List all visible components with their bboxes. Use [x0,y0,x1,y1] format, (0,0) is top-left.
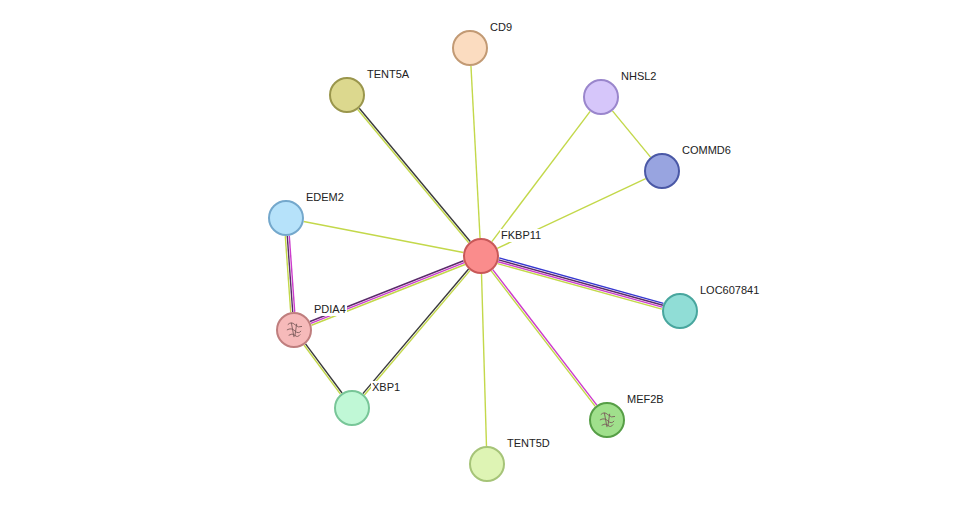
node-label: PDIA4 [313,303,347,316]
evidence-line [492,111,590,241]
interaction-edge [491,270,597,407]
node-label: XBP1 [371,381,401,394]
protein-node [268,200,304,236]
node-label: EDEM2 [305,191,345,204]
evidence-line [310,261,464,322]
interaction-edge [471,66,480,238]
evidence-line [311,264,465,325]
node-label: MEF2B [626,393,665,406]
interaction-edge [498,258,664,309]
node-label: TENT5A [366,68,410,81]
protein-node [644,153,680,189]
node-label: FKBP11 [500,229,542,242]
node-label: CD9 [489,21,513,34]
evidence-line [306,344,343,393]
evidence-line [497,179,645,249]
interaction-edge [612,111,650,157]
protein-node [276,312,312,348]
evidence-line [311,263,465,324]
structure-icon [591,404,623,436]
interaction-edge [482,274,487,446]
evidence-line [285,236,290,312]
node-label: NHSL2 [620,70,657,83]
evidence-line [358,109,469,242]
evidence-line [363,269,469,394]
evidence-line [482,274,487,446]
interaction-edge [492,111,590,241]
protein-node [662,293,698,329]
protein-node [452,30,488,66]
evidence-line [304,345,341,394]
evidence-line [499,260,663,305]
protein-node [583,79,619,115]
interaction-edge [310,261,465,325]
evidence-line [498,262,662,307]
structure-icon [278,314,310,346]
node-label: LOC607841 [699,284,760,297]
evidence-line [364,270,470,395]
interaction-edge [285,236,294,312]
evidence-line [471,66,480,238]
evidence-line [359,108,470,241]
protein-node [589,402,625,438]
evidence-line [498,264,662,309]
evidence-line [499,258,663,303]
evidence-line [304,221,464,252]
interaction-edge [363,269,470,395]
protein-node [463,238,499,274]
evidence-line [612,111,650,157]
interaction-edge [497,179,645,249]
node-label: TENT5D [506,437,551,450]
interaction-edge [358,108,471,243]
protein-node [469,446,505,482]
interaction-edge [304,344,342,394]
evidence-line [491,271,595,406]
protein-node [334,390,370,426]
node-label: COMMD6 [681,144,732,157]
interaction-edge [304,221,464,252]
evidence-line [493,270,597,405]
protein-node [329,77,365,113]
